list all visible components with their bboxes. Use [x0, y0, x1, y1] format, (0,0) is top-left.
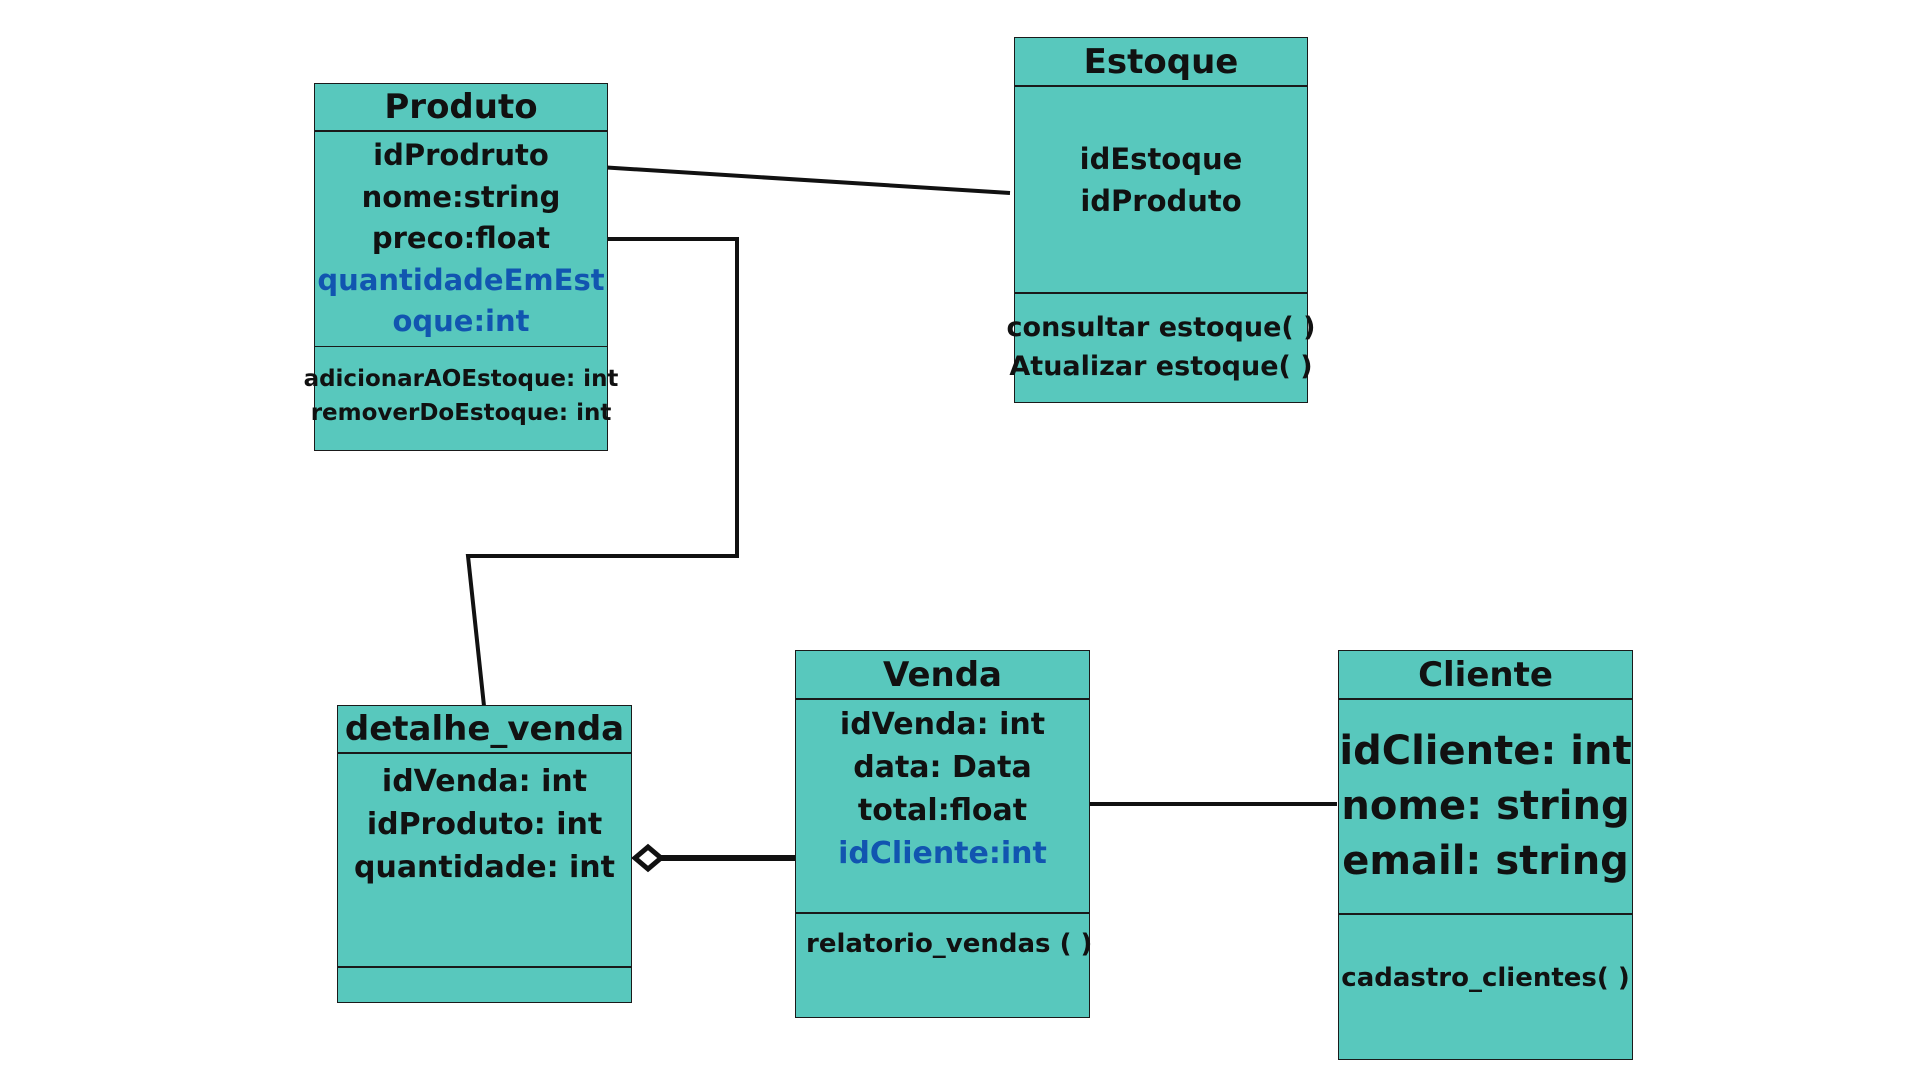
attribute: quantidade: int: [353, 850, 616, 885]
attribute: idCliente: int: [1339, 728, 1632, 774]
method: cadastro_clientes( ): [1341, 963, 1630, 993]
method: consultar estoque( ): [1006, 312, 1316, 343]
attribute: idProdruto: [373, 138, 549, 172]
attribute: idProduto: int: [366, 807, 603, 842]
class-name-produto: Produto: [314, 83, 608, 131]
produto-estoque-association: [598, 165, 1011, 195]
attribute: total:float: [857, 793, 1028, 828]
class-attributes-cliente: idCliente: int nome: string email: strin…: [1338, 699, 1633, 914]
class-title: Produto: [384, 87, 538, 127]
attribute: idVenda: int: [839, 707, 1046, 742]
aggregation-diamond-icon: [631, 843, 665, 873]
class-name-estoque: Estoque: [1014, 37, 1308, 86]
class-venda: Venda idVenda: int data: Data total:floa…: [795, 650, 1093, 1018]
class-estoque: Estoque idEstoque idProduto consultar es…: [1007, 37, 1315, 403]
attribute-highlighted: idCliente:int: [838, 836, 1047, 871]
class-title: detalhe_venda: [344, 709, 625, 749]
attribute: nome: string: [1341, 783, 1630, 829]
attribute: nome:string: [361, 179, 561, 214]
class-methods-cliente: cadastro_clientes( ): [1338, 914, 1633, 1060]
attribute: idEstoque: [1079, 142, 1243, 176]
class-title: Venda: [883, 654, 1002, 695]
class-methods-produto: adicionarAOEstoque: int removerDoEstoque…: [304, 346, 618, 451]
class-methods-estoque: consultar estoque( ) Atualizar estoque( …: [1007, 293, 1315, 403]
attribute: preco:float: [371, 221, 551, 255]
class-attributes-detalhe-venda: idVenda: int idProduto: int quantidade: …: [337, 753, 632, 967]
attribute-highlighted: quantidadeEmEst: [317, 262, 605, 297]
attribute: email: string: [1342, 838, 1629, 884]
method: adicionarAOEstoque: int: [303, 366, 619, 392]
class-attributes-estoque: idEstoque idProduto: [1014, 86, 1308, 293]
class-methods-venda: relatorio_vendas ( ): [795, 913, 1093, 1018]
class-produto: Produto idProdruto nome:string preco:flo…: [304, 83, 618, 451]
class-name-cliente: Cliente: [1338, 650, 1633, 699]
attribute: idVenda: int: [381, 764, 588, 799]
class-methods-detalhe-venda: [337, 967, 632, 1003]
attribute: idProduto: [1080, 183, 1242, 218]
class-cliente: Cliente idCliente: int nome: string emai…: [1338, 650, 1633, 1060]
class-name-venda: Venda: [795, 650, 1090, 699]
class-attributes-venda: idVenda: int data: Data total:float idCl…: [795, 699, 1090, 913]
method: removerDoEstoque: int: [310, 400, 612, 426]
attribute-highlighted: oque:int: [392, 304, 530, 338]
class-name-detalhe-venda: detalhe_venda: [337, 705, 632, 753]
attribute: data: Data: [853, 750, 1032, 785]
method: relatorio_vendas ( ): [806, 929, 1093, 959]
produto-detalhe-venda-association: [465, 237, 739, 707]
class-title: Cliente: [1418, 654, 1553, 695]
class-title: Estoque: [1083, 41, 1239, 82]
class-detalhe-venda: detalhe_venda idVenda: int idProduto: in…: [337, 705, 632, 1003]
method: Atualizar estoque( ): [1009, 351, 1313, 382]
